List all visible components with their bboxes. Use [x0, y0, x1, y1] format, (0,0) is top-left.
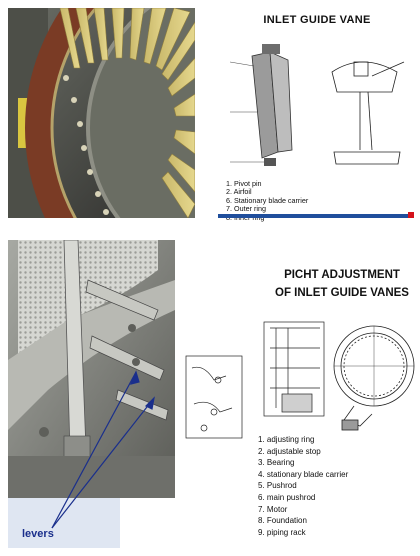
accent-square-red	[408, 212, 414, 218]
pitch-adjustment-drawing	[185, 321, 415, 439]
levers-photo	[8, 240, 175, 498]
pitch-adjustment-legend: 1. adjusting ring 2. adjustable stop 3. …	[258, 434, 348, 538]
pitch-adjustment-title-line2: OF INLET GUIDE VANES	[275, 287, 409, 299]
turbine-vanes-illustration	[8, 8, 195, 218]
legend-item: 7. Motor	[258, 504, 288, 514]
pitch-adjustment-title: PICHT ADJUSTMENT OF INLET GUIDE VANES	[268, 266, 416, 302]
levers-label-box	[8, 498, 120, 548]
legend-item: 9. piping rack	[258, 527, 306, 537]
legend-item: 3. Bearing	[258, 458, 295, 468]
turbine-vanes-photo	[8, 8, 195, 218]
actuator-linkage-illustration	[8, 240, 175, 498]
accent-bar-blue	[218, 214, 408, 218]
inlet-guide-vane-title: INLET GUIDE VANE	[263, 14, 371, 26]
legend-item: 6. main pushrod	[258, 492, 316, 502]
legend-item: 1. Pivot pin	[226, 179, 262, 188]
pitch-adjustment-title-line1: PICHT ADJUSTMENT	[284, 269, 400, 281]
legend-item: 6. Stationary blade carrier	[226, 195, 309, 205]
legend-item: 5. Pushrod	[258, 481, 297, 491]
inlet-guide-vane-drawing	[229, 44, 405, 166]
legend-item: 1. adjusting ring	[258, 435, 315, 444]
levers-label: levers	[22, 528, 54, 540]
legend-item: 2. adjustable stop	[258, 446, 321, 456]
legend-item: 4. stationary blade carrier	[258, 469, 349, 479]
legend-item: 8. Foundation	[258, 516, 307, 526]
legend-item: 2. Airfoil	[226, 187, 252, 197]
legend-item: 7. Outer ring	[226, 204, 266, 214]
